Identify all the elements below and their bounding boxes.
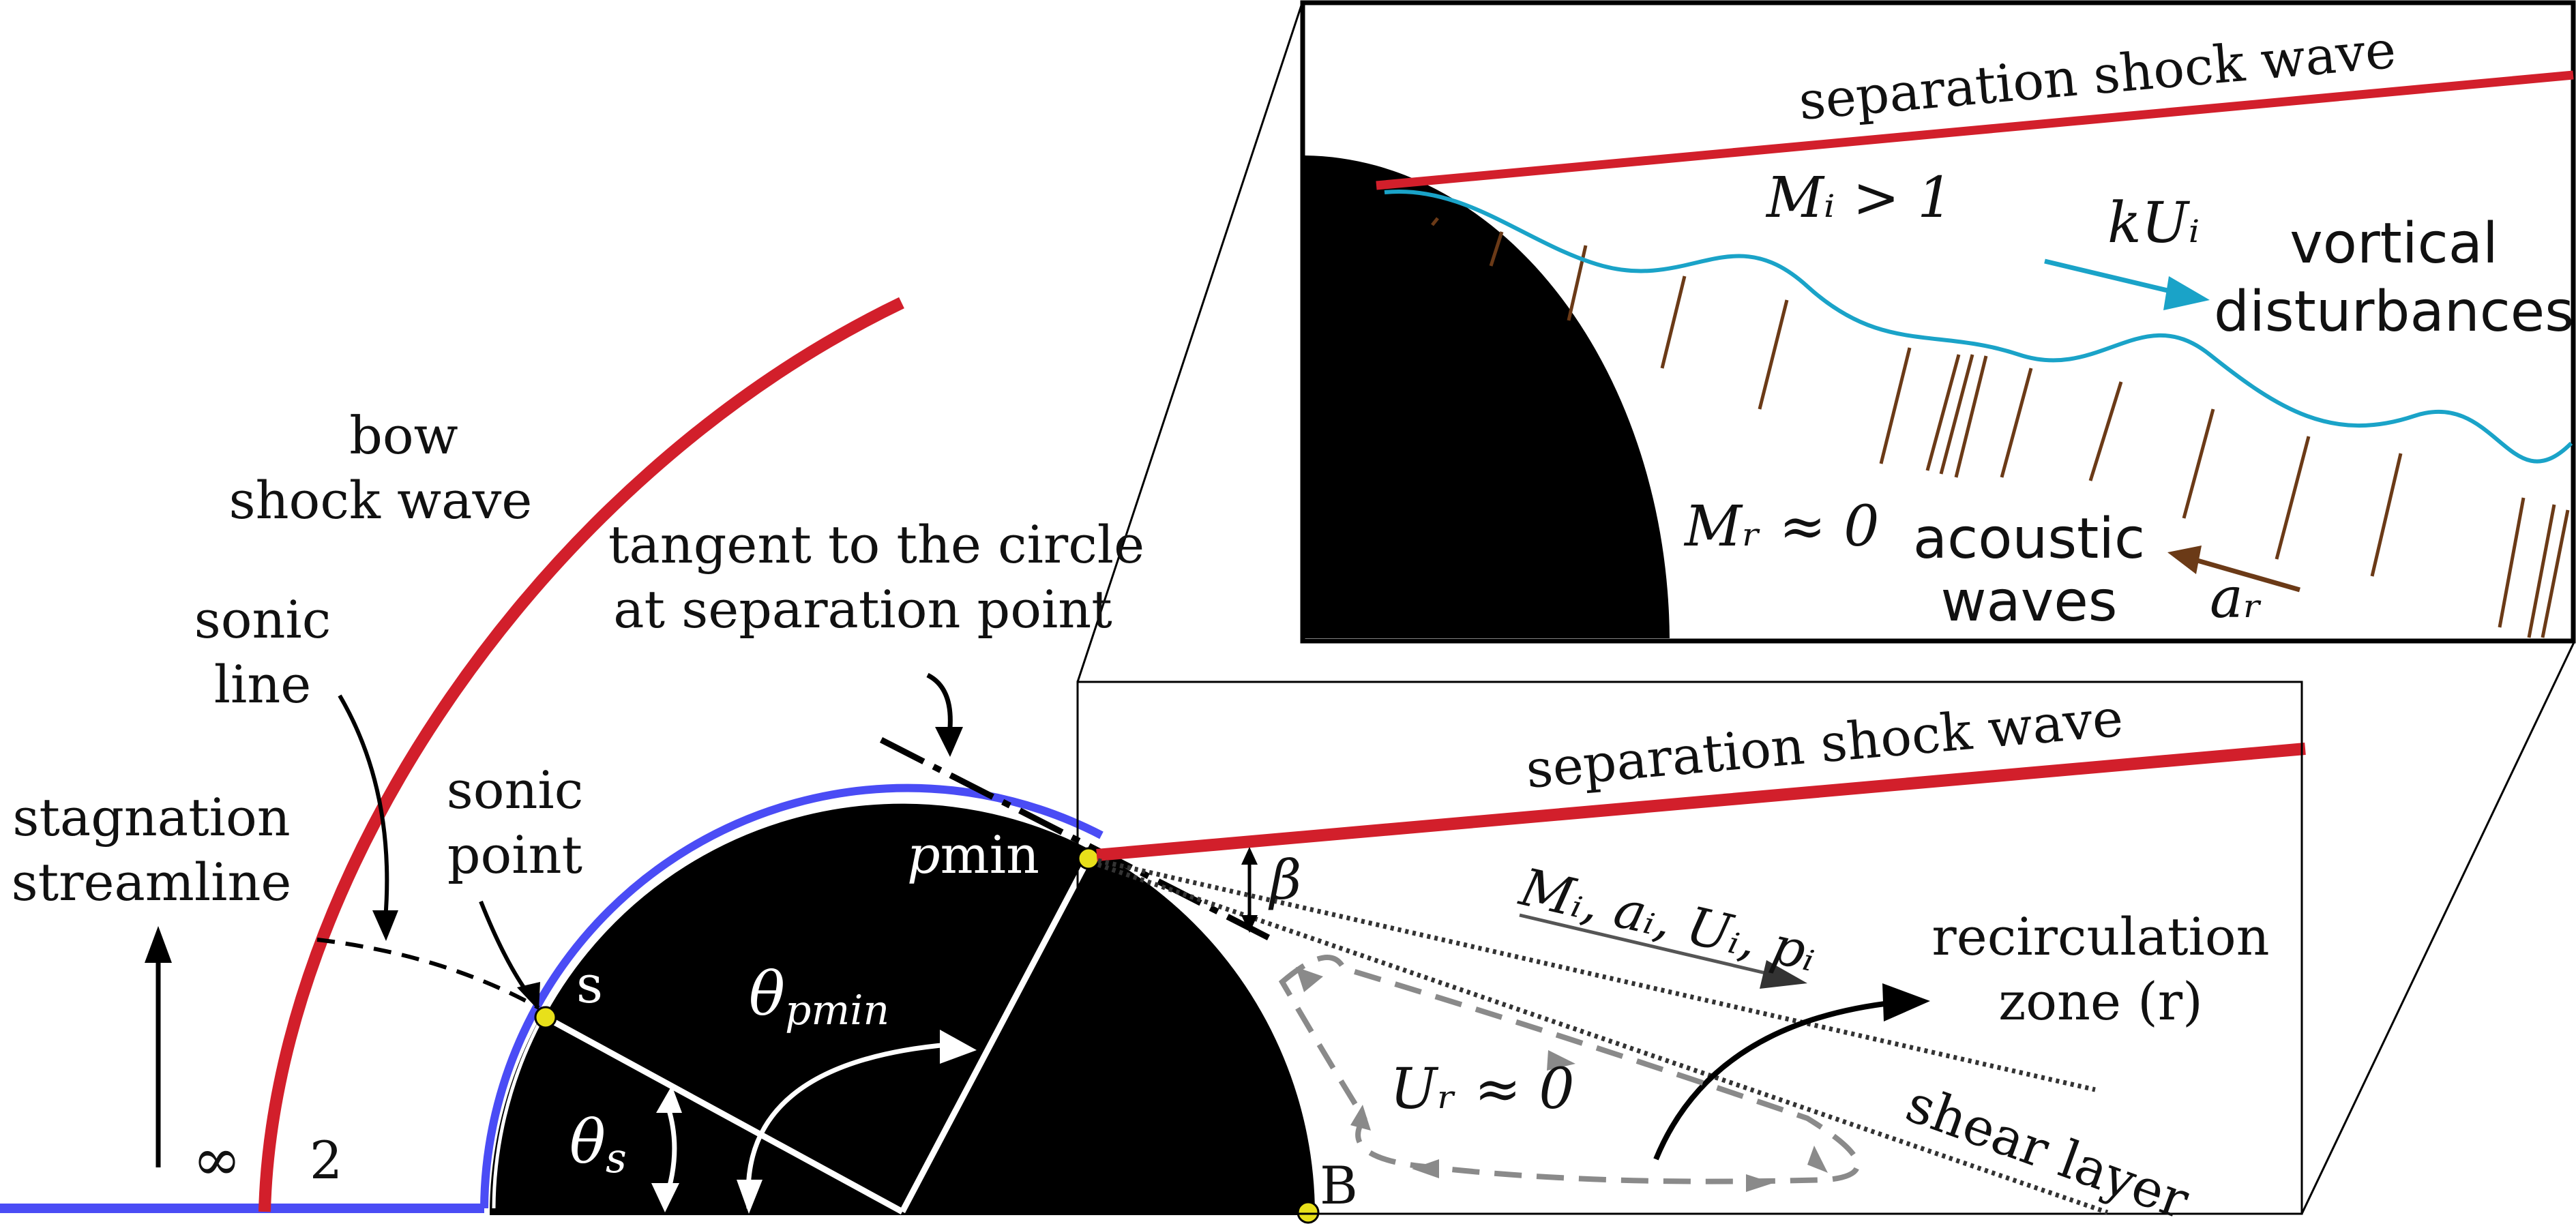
vortical-disturbance-wave [1384, 189, 2573, 464]
tangent-pointer [926, 672, 953, 736]
pmin-point-marker [1077, 847, 1100, 870]
stagnation-arrow-head [145, 926, 172, 963]
circular-body [490, 803, 1315, 1215]
shear-layer-upper [1097, 858, 2096, 1092]
stagnation-label-line2: streamline [12, 852, 292, 912]
sonic-point-label-line2: point [447, 824, 582, 885]
theta-s-label: θs [569, 1107, 627, 1182]
recirculation-arrow [1653, 1000, 1897, 1161]
acoustic-label-line2: waves [1940, 569, 2117, 634]
radius-to-pmin-point [900, 856, 1091, 1214]
kui-arrow-shaft [2044, 258, 2180, 296]
flow-vars-label: Mᵢ, aᵢ, Uᵢ, pᵢ [1513, 856, 1822, 983]
theta-pmin-arc [745, 1042, 949, 1209]
shear-layer-label: shear layer [1899, 1073, 2197, 1224]
tangent-label-line2: at separation point [613, 579, 1112, 640]
sonic-line-pointer [338, 694, 389, 920]
theta-pmin-arrow-tail [737, 1180, 763, 1214]
bow-shock-curve [258, 297, 904, 1212]
region-2-label: 2 [310, 1130, 342, 1191]
kui-label: kUᵢ [2107, 191, 2200, 256]
bow-shock-label-line1: bow [349, 405, 458, 466]
sonic-line-pointer-head [372, 910, 398, 941]
beta-arrow-top [1241, 847, 1258, 865]
ar-arrow-shaft [2192, 556, 2300, 593]
tangent-pointer-head [935, 727, 963, 757]
zoom-connector-right [2300, 640, 2576, 1214]
kui-arrow-head [2163, 276, 2210, 310]
freestream-arrow-head [1760, 960, 1807, 989]
recirc-arrowhead-5 [1412, 1159, 1439, 1178]
beta-arrow-bottom [1241, 915, 1258, 933]
sonic-point-pointer-head [517, 982, 540, 1011]
point-pmin-label: pmin [907, 824, 1039, 885]
theta-s-subscript: s [606, 1135, 627, 1182]
zoom-connector-left [1076, 1, 1304, 683]
stagnation-label-line1: stagnation [12, 787, 290, 848]
sonic-line-dashed [316, 938, 540, 1010]
point-s-label: s [576, 954, 603, 1015]
freestream-arrow-shaft [1519, 913, 1781, 979]
vortical-label-line1: vortical [2290, 211, 2498, 276]
ur-label: Uᵣ ≈ 0 [1390, 1057, 1575, 1122]
tangent-line [879, 736, 1271, 941]
separation-shock-inset [1376, 70, 2574, 190]
theta-s-arrow-top [656, 1086, 682, 1113]
recirc-arrowhead-4 [1746, 1174, 1773, 1192]
ar-arrow-head [2167, 546, 2202, 574]
theta-s-symbol: θ [569, 1107, 606, 1177]
recirc-arrowhead-1 [1296, 967, 1323, 992]
point-pmin-p: p [907, 824, 941, 885]
theta-pmin-arrow-head [940, 1030, 977, 1064]
acoustic-wave-lines [1431, 217, 2570, 638]
shear-layer-lower [1097, 862, 2109, 1215]
point-pmin-rest: min [941, 824, 1039, 885]
body-white-edge [492, 800, 1093, 1209]
sonic-line-label-line2: line [214, 654, 312, 715]
recirc-label-line1: recirculation [1931, 906, 2269, 967]
infinity-label: ∞ [192, 1126, 241, 1194]
theta-pmin-symbol: θ [749, 959, 785, 1029]
acoustic-label-line1: acoustic [1913, 507, 2145, 571]
inset-body [1305, 155, 1670, 638]
vortical-label-line2: disturbances [2214, 280, 2574, 344]
sonic-point-label-line1: sonic [447, 760, 584, 820]
point-b-marker [1297, 1201, 1320, 1224]
sonic-boundary-outline [480, 783, 1104, 1209]
radius-to-sonic-point [544, 1015, 904, 1214]
theta-pmin-label: θpmin [749, 959, 889, 1034]
ar-label: aᵣ [2210, 566, 2262, 631]
mi-gt-label: Mᵢ > 1 [1765, 166, 1953, 230]
theta-pmin-subscript: pmin [785, 987, 889, 1034]
recirc-arrowhead-6 [1350, 1105, 1371, 1131]
mr-label: Mᵣ ≈ 0 [1683, 494, 1879, 559]
sonic-point-marker [534, 1006, 557, 1029]
tangent-label-line1: tangent to the circle [608, 514, 1144, 575]
recirc-label-line2: zone (r) [1998, 971, 2203, 1032]
recirculation-arrow-head [1882, 983, 1930, 1021]
point-b-label: B [1320, 1155, 1358, 1216]
zoom-region-box [1076, 681, 2303, 1215]
recirc-arrowhead-2 [1547, 1050, 1575, 1071]
bow-shock-label-line2: shock wave [229, 470, 533, 531]
recirc-arrowhead-3 [1807, 1146, 1828, 1173]
sonic-line-label-line1: sonic [194, 589, 331, 650]
separation-shock-main [1096, 743, 2306, 861]
theta-s-arrow-bottom [651, 1183, 679, 1212]
sonic-point-pointer [479, 900, 531, 996]
beta-label: β [1268, 848, 1301, 912]
separation-shock-main-label: separation shock wave [1524, 687, 2125, 800]
